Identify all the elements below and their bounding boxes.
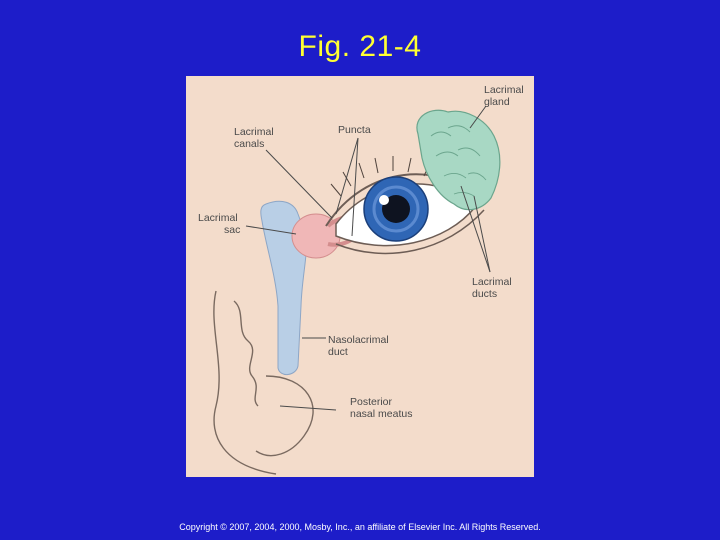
label-lacrimal-ducts: Lacrimal ducts xyxy=(472,276,512,300)
leader-posterior xyxy=(280,406,336,410)
nasal-cavity-outline xyxy=(214,291,276,474)
posterior-meatus-curve xyxy=(256,376,313,456)
pupil-highlight xyxy=(379,195,389,205)
slide-title: Fig. 21-4 xyxy=(0,30,720,64)
label-lacrimal-sac: Lacrimal sac xyxy=(198,212,240,236)
label-posterior-nasal-meatus: Posterior nasal meatus xyxy=(350,396,412,420)
label-lacrimal-canals: Lacrimal canals xyxy=(234,126,274,150)
nasal-turbinate xyxy=(234,301,258,406)
label-lacrimal-gland: Lacrimal gland xyxy=(484,84,524,108)
leader-lacrimal-ducts-2 xyxy=(474,196,490,272)
leader-puncta-1 xyxy=(336,138,358,214)
lacrimal-apparatus-figure: Lacrimal gland Lacrimal canals Puncta La… xyxy=(186,76,534,477)
label-nasolacrimal-duct: Nasolacrimal duct xyxy=(328,334,389,358)
copyright-notice: Copyright © 2007, 2004, 2000, Mosby, Inc… xyxy=(0,522,720,532)
label-puncta: Puncta xyxy=(338,124,371,136)
